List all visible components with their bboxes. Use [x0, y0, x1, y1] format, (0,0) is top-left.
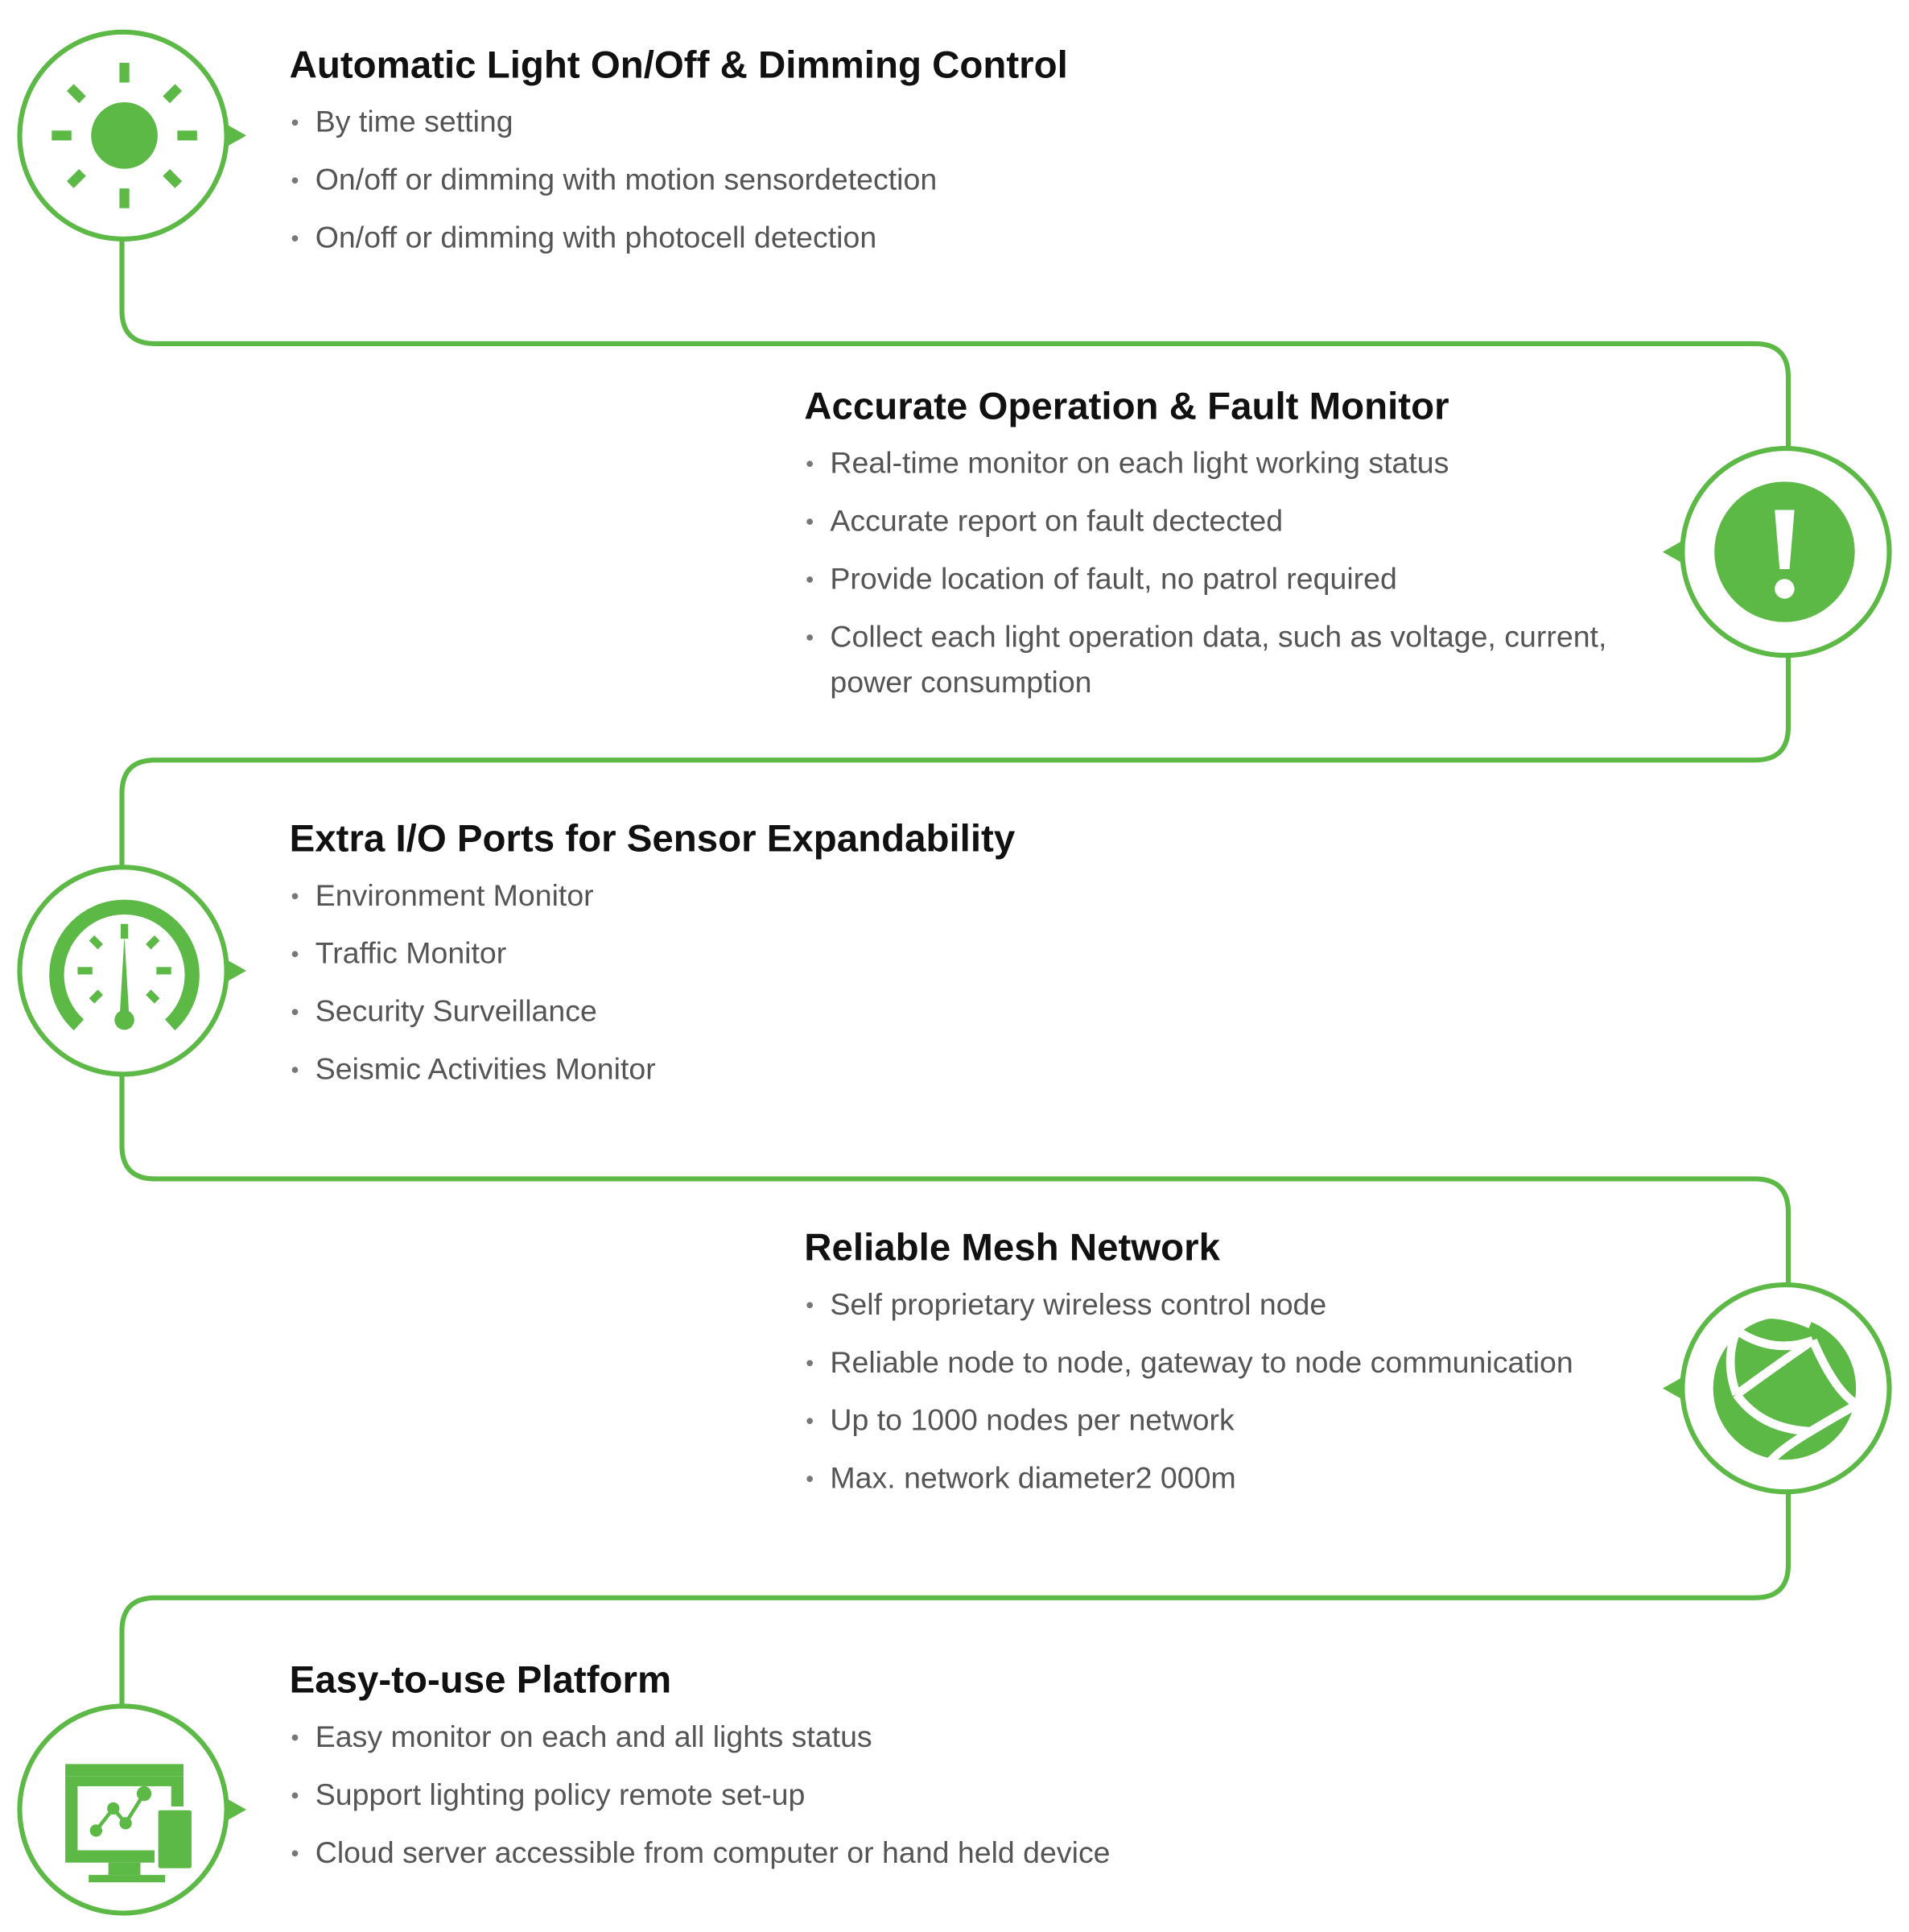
bullet-item: Self proprietary wireless control node [804, 1282, 1666, 1328]
bullet-item: Easy monitor on each and all lights stat… [290, 1715, 1111, 1761]
bullet-item: Security Surveillance [290, 989, 1016, 1035]
bullet-item: Collect each light operation data, such … [804, 615, 1666, 706]
feature-section-fault-monitor: Accurate Operation & Fault Monitor Real-… [804, 384, 1666, 705]
bullet-item: Seismic Activities Monitor [290, 1047, 1016, 1093]
bullet-item: Support lighting policy remote set-up [290, 1773, 1111, 1818]
alert-icon [1714, 481, 1855, 622]
globe-network-icon [1713, 1310, 1860, 1468]
feature-section-mesh-network: Reliable Mesh Network Self proprietary w… [804, 1226, 1666, 1502]
bullet-item: Up to 1000 nodes per network [804, 1398, 1666, 1444]
bullet-item: Traffic Monitor [290, 931, 1016, 977]
bullet-item: Cloud server accessible from computer or… [290, 1831, 1111, 1876]
sun-icon [52, 63, 197, 208]
bullet-item: Real-time monitor on each light working … [804, 441, 1666, 487]
section-title: Easy-to-use Platform [289, 1657, 672, 1702]
monitor-chart-icon [65, 1764, 196, 1883]
bullet-item: Environment Monitor [290, 873, 1016, 919]
feature-section-light-control: Automatic Light On/Off & Dimming Control… [290, 43, 1068, 262]
bullet-item: Accurate report on fault dectected [804, 499, 1666, 545]
section-title: Extra I/O Ports for Sensor Expandability [289, 816, 1016, 861]
section-title: Reliable Mesh Network [804, 1225, 1221, 1269]
feature-section-io-ports: Extra I/O Ports for Sensor Expandability… [290, 817, 1016, 1093]
bullet-item: On/off or dimming with photocell detecti… [290, 216, 1068, 262]
section-title: Automatic Light On/Off & Dimming Control [289, 43, 1068, 87]
feature-section-platform: Easy-to-use Platform Easy monitor on eac… [290, 1658, 1111, 1876]
bullet-item: By time setting [290, 100, 1068, 146]
bullet-item: On/off or dimming with motion sensordete… [290, 158, 1068, 204]
bullet-item: Provide location of fault, no patrol req… [804, 557, 1666, 603]
gauge-icon [49, 899, 200, 1030]
bullet-item: Reliable node to node, gateway to node c… [804, 1340, 1666, 1386]
section-title: Accurate Operation & Fault Monitor [804, 384, 1449, 428]
bullet-item: Max. network diameter2 000m [804, 1456, 1666, 1502]
